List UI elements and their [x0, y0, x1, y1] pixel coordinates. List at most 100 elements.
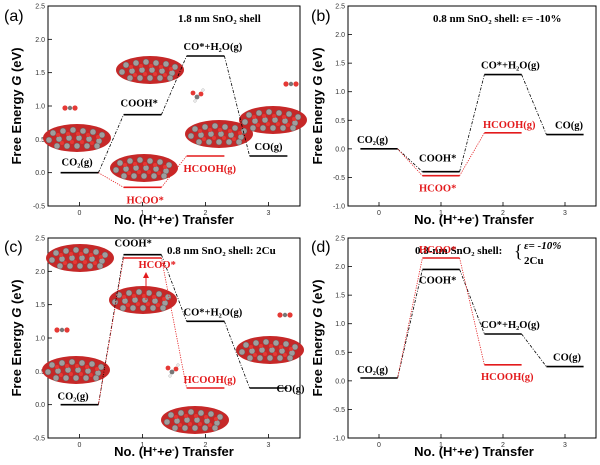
- energy-levels: [360, 257, 584, 379]
- connector-line: [161, 257, 187, 389]
- y-tick-label: 1.0: [335, 321, 345, 328]
- state-label: CO*+H₂O(g): [481, 61, 540, 72]
- y-tick-label: 2.0: [35, 37, 45, 44]
- y-tick-label: -1.0: [333, 204, 345, 211]
- y-tick-label: 2.0: [335, 32, 345, 39]
- state-label: COOH*: [419, 154, 456, 165]
- x-axis-title: No. (H++e-) Transfer: [114, 212, 234, 227]
- plot-frame: [347, 5, 597, 207]
- y-axis-title: Free Energy G (eV): [9, 47, 24, 164]
- connector-line: [459, 74, 485, 172]
- y-tick-label: -0.5: [33, 204, 45, 211]
- formic-molecule: [190, 88, 205, 103]
- y-tick-label: 0.5: [335, 118, 345, 125]
- plot-frame: [47, 5, 301, 207]
- y-ticks: -0.50.00.51.01.52.02.5: [33, 4, 52, 211]
- connector-line: [98, 257, 124, 405]
- state-label: CO(g): [277, 384, 305, 395]
- slab-cooh: [108, 285, 178, 315]
- state-label: HCOO*: [419, 245, 456, 256]
- state-label: HCOO*: [419, 184, 456, 195]
- slab-co2: [42, 123, 112, 153]
- state-label: CO₂(g): [62, 158, 94, 169]
- connector-line: [397, 269, 423, 379]
- y-ticks: -1.0-0.50.00.51.01.52.02.5: [333, 4, 352, 211]
- co-molecule: [277, 312, 293, 318]
- x-axis-title: No. (H++e-) Transfer: [414, 212, 534, 227]
- formic-molecule: [165, 363, 180, 378]
- connector-line: [459, 132, 485, 176]
- y-axis-title: Free Energy G (eV): [9, 279, 24, 396]
- structure-illustrations: [41, 243, 305, 435]
- y-axis-title: Free Energy G (eV): [310, 279, 325, 396]
- connector-line: [459, 269, 485, 335]
- y-tick-label: 0.0: [335, 146, 345, 153]
- y-tick-label: 2.5: [35, 4, 45, 11]
- x-tick-label: 0: [377, 210, 381, 217]
- x-axis-title: No. (H++e-) Transfer: [114, 444, 234, 459]
- y-tick-label: 2.5: [35, 236, 45, 243]
- y-tick-label: -0.5: [333, 407, 345, 414]
- state-label: HCOOH(g): [184, 164, 237, 175]
- y-tick-label: -0.5: [33, 436, 45, 443]
- slab-co: [235, 335, 305, 365]
- x-tick-label: 3: [563, 442, 567, 449]
- state-labels: CO₂(g)COOH*CO*+H₂O(g)CO(g)HCOO*HCOOH(g): [62, 42, 283, 206]
- x-tick-label: 0: [377, 442, 381, 449]
- x-tick-label: 1: [141, 210, 145, 217]
- panel-label: (b): [311, 8, 331, 25]
- connector-line: [161, 254, 187, 322]
- state-label: COOH*: [419, 275, 456, 286]
- panel-title-line-1: 0.8-nm SnO₂ shell:: [415, 245, 502, 257]
- connector-lines: [397, 74, 547, 176]
- connector-line: [397, 148, 423, 173]
- x-tick-label: 2: [204, 442, 208, 449]
- panel-label: (d): [311, 239, 331, 256]
- slab-top-left: [45, 243, 115, 273]
- x-tick-label: 3: [267, 210, 271, 217]
- y-tick-label: 1.0: [335, 89, 345, 96]
- x-tick-label: 1: [439, 442, 443, 449]
- y-tick-label: 0.0: [335, 378, 345, 385]
- co2-molecule: [62, 105, 78, 111]
- panel-title: 0.8 nm SnO₂ shell: ε= -10%: [433, 13, 562, 25]
- state-label: COOH*: [121, 99, 158, 110]
- panel-label: (a): [4, 8, 24, 25]
- y-tick-label: -0.5: [333, 175, 345, 182]
- state-label: CO*+H₂O(g): [184, 307, 243, 318]
- panel-title: 0.8 nm SnO₂ shell: 2Cu: [167, 245, 276, 257]
- energy-levels: [60, 55, 288, 189]
- y-axis-title: Free Energy G (eV): [310, 47, 325, 164]
- red-arrow-head: [143, 272, 149, 278]
- panel-a: (a) 1.8 nm SnO₂ shell Free Energy G (eV)…: [4, 4, 308, 227]
- state-label: HCOO*: [127, 195, 164, 206]
- state-label: COOH*: [115, 239, 152, 250]
- co2-molecule: [54, 327, 70, 333]
- slab-hcoo: [109, 153, 179, 183]
- state-labels: CO₂(g)COOH*CO*+H₂O(g)CO(g)HCOO*HCOOH(g): [58, 239, 305, 403]
- panel-title: 1.8 nm SnO₂ shell: [178, 13, 261, 25]
- x-tick-label: 2: [501, 210, 505, 217]
- panel-c: (c) 0.8 nm SnO₂ shell: 2Cu Free Energy G…: [4, 236, 305, 460]
- x-tick-label: 1: [439, 210, 443, 217]
- y-tick-label: 1.0: [35, 104, 45, 111]
- panel-title-line-2: ε= -10%: [524, 240, 561, 252]
- slab-cooh: [115, 55, 185, 85]
- y-tick-label: 2.5: [335, 236, 345, 243]
- y-tick-label: 0.5: [35, 137, 45, 144]
- x-axis-title: No. (H++e-) Transfer: [414, 444, 534, 459]
- state-labels: CO₂(g)COOH*CO*+H₂O(g)CO(g)HCOO*HCOOH(g): [357, 61, 583, 195]
- x-tick-label: 3: [267, 442, 271, 449]
- y-tick-label: 1.5: [35, 302, 45, 309]
- state-label: CO₂(g): [357, 135, 389, 146]
- x-tick-label: 0: [78, 210, 82, 217]
- x-tick-label: 1: [141, 442, 145, 449]
- y-tick-label: 1.5: [335, 61, 345, 68]
- plot-frame: [347, 237, 597, 439]
- connector-line: [224, 321, 250, 389]
- state-label: HCOOH(g): [184, 375, 237, 386]
